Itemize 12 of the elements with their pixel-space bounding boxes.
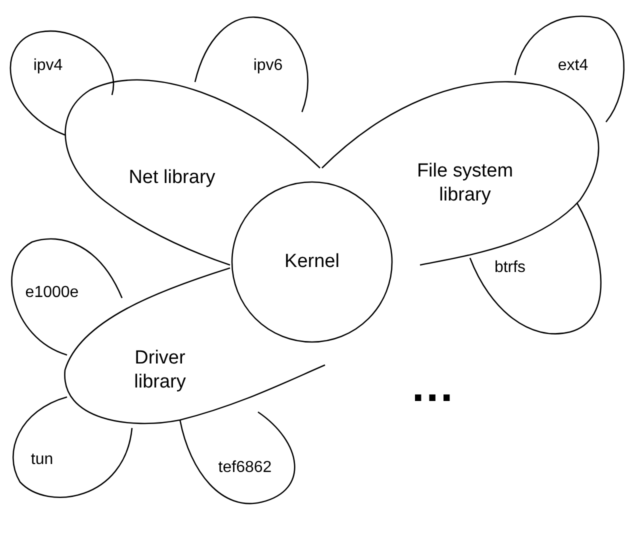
node-label: tun [30,450,54,470]
node-label: ext4 [558,56,588,76]
node-label: File system library [416,159,514,207]
node-label: e1000e [25,283,79,303]
node-label: Kernel [284,250,340,274]
node-label: btrfs [494,258,526,278]
node-label: tef6862 [218,458,272,478]
node-label: ipv4 [33,56,63,76]
node-label: Net library [128,166,216,190]
node-label: Driver library [133,346,187,394]
node-label: ipv6 [253,56,283,76]
ellipsis-label: ... [412,365,455,409]
